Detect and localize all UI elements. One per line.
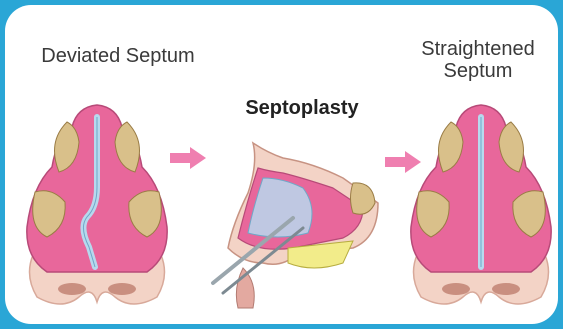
right-nose-right-nostril [492,283,520,295]
right-nostril [108,283,136,295]
straightened-septum-line2: Septum [403,60,553,82]
right-nose-left-nostril [442,283,470,295]
straightened-nose-illustration [401,97,558,312]
procedure-bone [351,183,376,214]
deviated-nose-illustration [17,97,177,312]
deviated-septum-label: Deviated Septum [33,45,203,67]
diagram-panel: Deviated Septum Straightened Septum Sept… [5,5,558,324]
septoplasty-title: Septoplasty [217,97,387,119]
arrow-to-procedure [170,147,206,169]
straightened-septum-line1: Straightened [403,38,553,60]
straightened-septum-label: Straightened Septum [403,38,553,82]
septoplasty-illustration [203,123,393,323]
left-nostril [58,283,86,295]
